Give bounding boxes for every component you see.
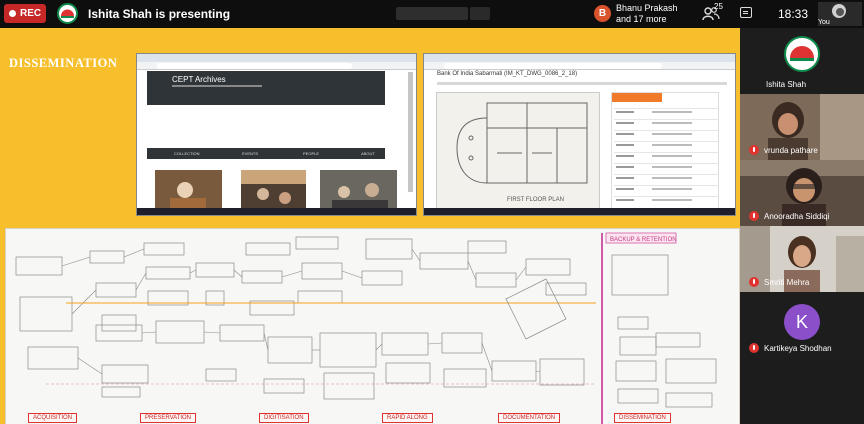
browser-address-bar	[137, 62, 416, 70]
floor-plan-drawing: FIRST FLOOR PLAN	[436, 92, 600, 210]
participant-tile[interactable]: K Kartikeya Shodhan	[740, 292, 864, 358]
participant-name: Anooradha Siddiqi	[764, 212, 830, 221]
browser-tab-strip	[424, 54, 735, 62]
self-label: You	[818, 19, 830, 26]
self-view[interactable]: You	[818, 2, 862, 26]
rec-label: REC	[20, 8, 42, 19]
windows-taskbar	[424, 208, 735, 215]
meeting-top-bar: REC Ishita Shah is presenting B Bhanu Pr…	[0, 0, 864, 28]
backup-heading: BACKUP & RETENTION	[610, 237, 677, 243]
document-record-screenshot: Bank Of India Sabarmati (IM_KT_DWG_0086_…	[423, 53, 736, 216]
archives-menu-bar	[147, 148, 385, 159]
muted-mic-icon	[749, 145, 759, 155]
clock: 18:33	[778, 7, 809, 21]
participant-video	[740, 94, 864, 160]
participant-tile[interactable]: Anooradha Siddiqi	[740, 160, 864, 226]
self-video-thumbnail	[832, 4, 846, 18]
metadata-tab-active	[612, 93, 662, 102]
stage-label: RAPID ALONG	[382, 413, 433, 423]
participant-name: vrunda pathare	[764, 146, 818, 155]
participants-summary-name[interactable]: Bhanu Prakash	[616, 3, 678, 13]
chat-icon[interactable]	[740, 7, 752, 18]
participant-video	[740, 226, 864, 292]
participant-tile[interactable]: Ishita Shah	[740, 28, 864, 94]
scrollbar	[408, 72, 413, 192]
menu-item-collection: COLLECTION	[174, 151, 200, 156]
muted-mic-icon	[749, 211, 759, 221]
participant-tile[interactable]: vrunda pathare	[740, 94, 864, 160]
archives-subtitle-line	[172, 85, 262, 87]
presenter-toolbar-button[interactable]	[470, 7, 490, 20]
record-dot-icon	[9, 10, 16, 17]
document-description-line	[437, 82, 727, 85]
presenting-label: Ishita Shah is presenting	[88, 7, 231, 21]
stage-label: DIGITISATION	[259, 413, 309, 423]
shared-screen-slide: DISSEMINATION CEPT Archives COLLECTION E…	[0, 28, 740, 424]
stage-label: PRESERVATION	[140, 413, 197, 423]
participant-avatar[interactable]: B	[594, 5, 611, 22]
participant-tile[interactable]: Smriti Mehra	[740, 226, 864, 292]
plan-label: FIRST FLOOR PLAN	[507, 197, 564, 203]
menu-item-about: ABOUT	[361, 151, 375, 156]
document-title: Bank Of India Sabarmati (IM_KT_DWG_0086_…	[437, 71, 578, 77]
stage-label: DISSEMINATION	[614, 413, 671, 423]
participant-avatar: K	[784, 304, 820, 340]
muted-mic-icon	[749, 343, 759, 353]
stage-label: DOCUMENTATION	[498, 413, 561, 423]
menu-item-events: EVENTS	[242, 151, 259, 156]
participant-name: Smriti Mehra	[764, 278, 810, 287]
participant-name: Kartikeya Shodhan	[764, 344, 832, 353]
ishita-logo-icon	[784, 36, 820, 72]
windows-taskbar	[137, 208, 416, 215]
people-icon[interactable]	[702, 5, 720, 21]
archive-photo	[155, 170, 222, 215]
archive-photo	[241, 170, 306, 215]
participants-summary-more[interactable]: and 17 more	[616, 14, 667, 24]
presenter-logo-icon	[57, 3, 78, 24]
archives-site-title: CEPT Archives	[172, 75, 226, 84]
participant-name: Ishita Shah	[766, 80, 807, 89]
browser-address-bar	[424, 62, 735, 70]
menu-item-people: PEOPLE	[303, 151, 320, 156]
slide-title: DISSEMINATION	[9, 56, 118, 70]
presenter-toolbar[interactable]	[396, 7, 468, 20]
people-count: 25	[714, 2, 723, 11]
participants-panel: Ishita Shah vrunda pathare Anooradha Sid…	[740, 28, 864, 424]
participant-video	[740, 160, 864, 226]
stage-label: ACQUISITION	[28, 413, 78, 423]
cept-archives-screenshot: CEPT Archives COLLECTION EVENTS PEOPLE A…	[136, 53, 417, 216]
metadata-panel	[611, 92, 719, 210]
recording-badge: REC	[4, 4, 46, 23]
workflow-diagram: BACKUP & RETENTION ACQUISITION PRESERVAT…	[5, 228, 740, 424]
browser-tab-strip	[137, 54, 416, 62]
archives-header	[147, 71, 385, 105]
muted-mic-icon	[749, 277, 759, 287]
